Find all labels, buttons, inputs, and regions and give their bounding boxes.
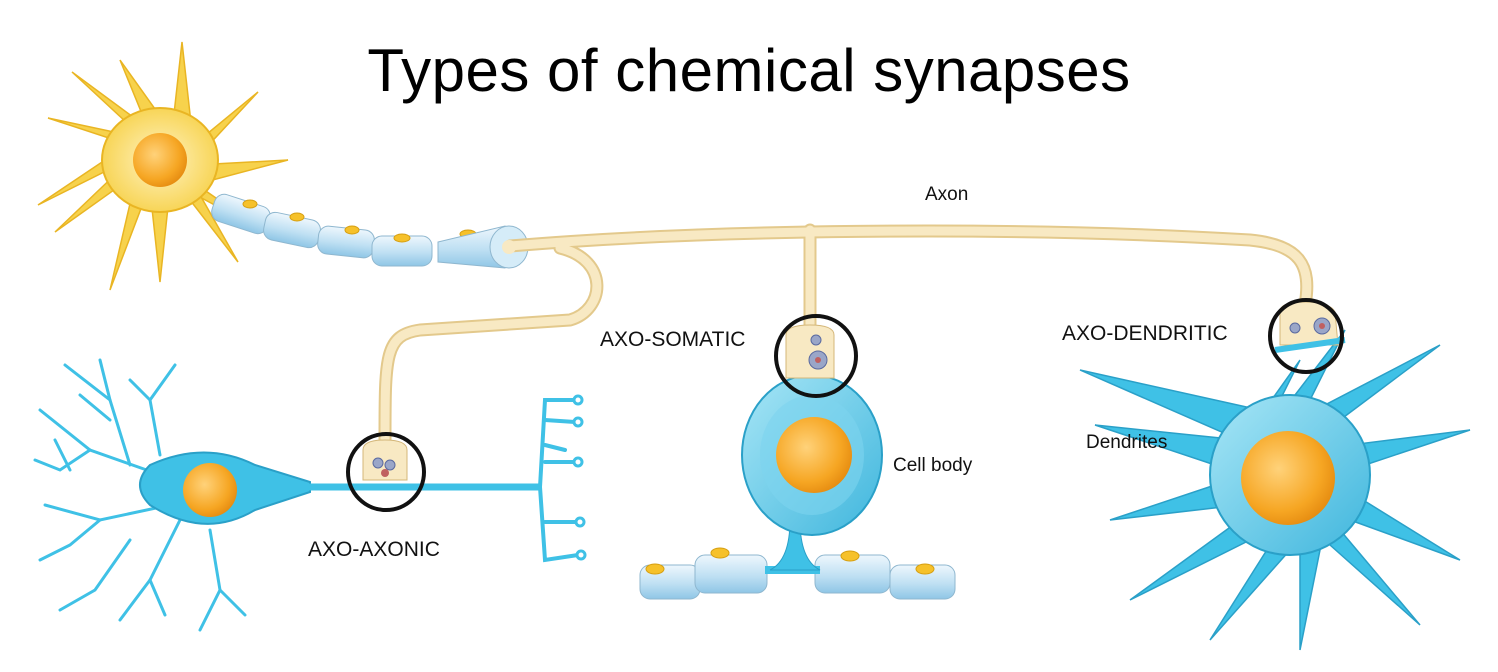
axo-somatic-nucleus	[776, 417, 852, 493]
label-dendrites: Dendrites	[1086, 432, 1168, 453]
synapse-axo-dendritic	[1268, 298, 1346, 374]
label-cell-body: Cell body	[893, 455, 973, 476]
label-axo-somatic: AXO-SOMATIC	[600, 328, 746, 351]
presynaptic-nucleus	[133, 133, 187, 187]
label-axo-axonic: AXO-AXONIC	[308, 538, 440, 561]
label-axo-dendritic: AXO-DENDRITIC	[1062, 322, 1228, 345]
synapse-ring-axo-dendritic	[1268, 298, 1344, 374]
axon	[378, 223, 1314, 447]
axo-somatic-target-neuron	[639, 374, 956, 600]
synapse-ring-axo-axonic	[346, 432, 426, 512]
presynaptic-neuron	[37, 41, 289, 291]
synapse-axo-axonic	[346, 432, 426, 512]
myelin-sheath	[211, 193, 529, 269]
axo-dendritic-nucleus	[1241, 431, 1335, 525]
synapse-axo-somatic	[774, 314, 858, 398]
diagram-title: Types of chemical synapses	[367, 37, 1131, 104]
axo-axonic-target-neuron	[33, 358, 587, 632]
label-axon: Axon	[925, 184, 969, 205]
axo-axonic-nucleus	[183, 463, 237, 517]
axo-dendritic-target-neuron	[1079, 329, 1471, 651]
synapse-ring-axo-somatic	[774, 314, 858, 398]
